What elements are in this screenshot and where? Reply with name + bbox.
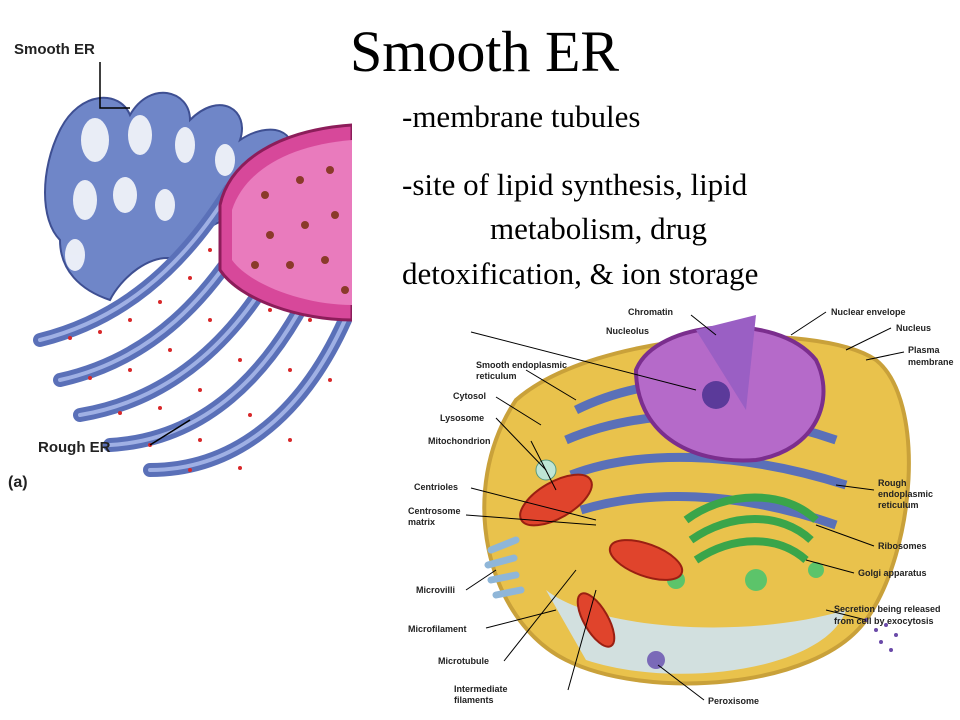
label-rough-er-2: endoplasmic bbox=[878, 489, 933, 499]
label-secretion-2: from cell by exocytosis bbox=[834, 616, 934, 626]
bullet-membrane-tubules: -membrane tubules bbox=[402, 99, 641, 134]
label-microvilli: Microvilli bbox=[416, 585, 455, 595]
label-nucleolus: Nucleolus bbox=[606, 326, 649, 336]
label-rough-er-1: Rough bbox=[878, 478, 907, 488]
label-rough-er-3: reticulum bbox=[878, 500, 919, 510]
label-centrosome-2: matrix bbox=[408, 517, 435, 527]
er-closeup-illustration: Smooth ER Rough ER (a) bbox=[8, 41, 352, 491]
label-smooth-er: Smooth ER bbox=[14, 41, 95, 58]
ribosome-dots bbox=[68, 248, 332, 472]
label-chromatin: Chromatin bbox=[628, 307, 673, 317]
exocytosis-vesicles bbox=[864, 618, 898, 652]
label-lysosome: Lysosome bbox=[440, 413, 484, 423]
label-intermediate-1: Intermediate bbox=[454, 684, 508, 694]
label-secretion-1: Secretion being released bbox=[834, 604, 941, 614]
microvilli bbox=[484, 536, 525, 599]
label-golgi: Golgi apparatus bbox=[858, 568, 927, 578]
left-label-pointers bbox=[99, 62, 191, 446]
golgi-apparatus bbox=[683, 493, 819, 564]
label-rough-er: Rough ER bbox=[38, 439, 111, 456]
label-microtubule: Microtubule bbox=[438, 656, 489, 666]
bullet-lipid-synthesis-line1: -site of lipid synthesis, lipid bbox=[402, 167, 748, 202]
nucleus-section bbox=[218, 123, 352, 322]
label-ribosomes: Ribosomes bbox=[878, 541, 927, 551]
nucleus bbox=[633, 315, 826, 463]
label-intermediate-2: filaments bbox=[454, 695, 494, 705]
cell-labels: Chromatin Nuclear envelope Nucleolus Nuc… bbox=[408, 307, 954, 706]
tubule-gaps bbox=[65, 115, 235, 271]
label-microfilament: Microfilament bbox=[408, 624, 467, 634]
bullet-lipid-synthesis-line2: metabolism, drug bbox=[490, 211, 707, 246]
peroxisome-shape bbox=[647, 651, 665, 669]
label-centrosome-1: Centrosome bbox=[408, 506, 461, 516]
cell-label-pointers bbox=[465, 311, 905, 701]
nucleolus-shape bbox=[702, 381, 730, 409]
label-smooth-er-1: Smooth endoplasmic bbox=[476, 360, 567, 370]
slide-title: Smooth ER bbox=[350, 19, 620, 84]
animal-cell-illustration: Chromatin Nuclear envelope Nucleolus Nuc… bbox=[408, 307, 954, 706]
label-nuclear-envelope: Nuclear envelope bbox=[831, 307, 906, 317]
label-cytosol: Cytosol bbox=[453, 391, 486, 401]
bullet-lipid-synthesis-line3: detoxification, & ion storage bbox=[402, 256, 759, 291]
label-plasma-membrane-1: Plasma bbox=[908, 345, 941, 355]
label-centrioles: Centrioles bbox=[414, 482, 458, 492]
mitochondria bbox=[519, 473, 684, 648]
label-mitochondrion: Mitochondrion bbox=[428, 436, 491, 446]
label-plasma-membrane-2: membrane bbox=[908, 357, 954, 367]
label-nucleus: Nucleus bbox=[896, 323, 931, 333]
label-peroxisome: Peroxisome bbox=[708, 696, 759, 706]
label-smooth-er-2: reticulum bbox=[476, 371, 517, 381]
label-panel-a: (a) bbox=[8, 474, 28, 491]
